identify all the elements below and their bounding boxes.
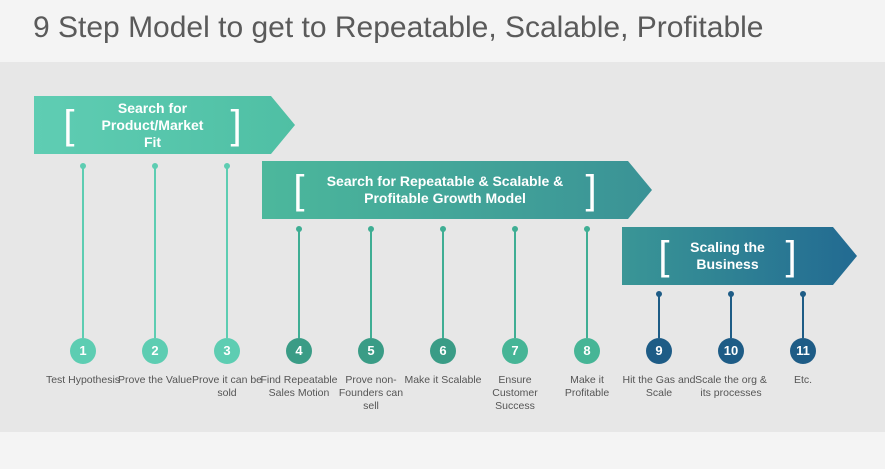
phase-arrow-growth-model: [ Search for Repeatable & Scalable & Prof… [262,161,652,219]
phase-label: Scaling the Business [690,239,765,272]
bracket-right-icon: ] [585,168,597,212]
step-connector [730,294,732,338]
step-connector [226,166,228,338]
step-connector [802,294,804,338]
step-number-badge: 7 [502,338,528,364]
connector-dot [368,226,374,232]
connector-dot [656,291,662,297]
step-connector [442,229,444,338]
step-label: Make it Scalable [404,374,482,386]
step-number-badge: 1 [70,338,96,364]
step-number-badge: 10 [718,338,744,364]
connector-dot [512,226,518,232]
step-number-badge: 9 [646,338,672,364]
bracket-left-icon: [ [293,168,305,212]
connector-dot [296,226,302,232]
connector-dot [152,163,158,169]
bracket-right-icon: ] [230,103,242,147]
step-connector [298,229,300,338]
step-label: Make it Profitable [564,374,610,399]
step-number-badge: 4 [286,338,312,364]
phase-arrow-product-market-fit: [ Search for Product/Market Fit] [34,96,295,154]
step-connector [658,294,660,338]
connector-dot [224,163,230,169]
bracket-left-icon: [ [658,234,670,278]
step-label: Test Hypothesis [45,374,121,386]
step-number-badge: 6 [430,338,456,364]
bracket-right-icon: ] [785,234,797,278]
connector-dot [440,226,446,232]
step-label: Hit the Gas and Scale [622,374,696,399]
step-connector [586,229,588,338]
page-title: 9 Step Model to get to Repeatable, Scala… [33,11,764,44]
step-label: Prove the Value [118,374,192,386]
step-connector [370,229,372,338]
phase-arrow-scaling: [ Scaling the Business] [622,227,857,285]
step-number-badge: 8 [574,338,600,364]
phase-label: Search for Product/Market Fit [101,99,204,150]
step-connector [514,229,516,338]
connector-dot [728,291,734,297]
step-label: Scale the org & its processes [695,374,767,399]
step-label: Etc. [793,374,813,386]
step-number-badge: 5 [358,338,384,364]
step-label: Find Repeatable Sales Motion [260,374,338,399]
step-label: Ensure Customer Success [492,374,538,412]
bracket-left-icon: [ [63,103,75,147]
phase-label: Search for Repeatable & Scalable & Profi… [326,173,564,206]
connector-dot [800,291,806,297]
step-connector [154,166,156,338]
step-number-badge: 11 [790,338,816,364]
step-label: Prove non-Founders can sell [338,374,404,412]
step-label: Prove it can be sold [191,374,263,399]
step-number-badge: 2 [142,338,168,364]
step-number-badge: 3 [214,338,240,364]
step-connector [82,166,84,338]
connector-dot [80,163,86,169]
connector-dot [584,226,590,232]
